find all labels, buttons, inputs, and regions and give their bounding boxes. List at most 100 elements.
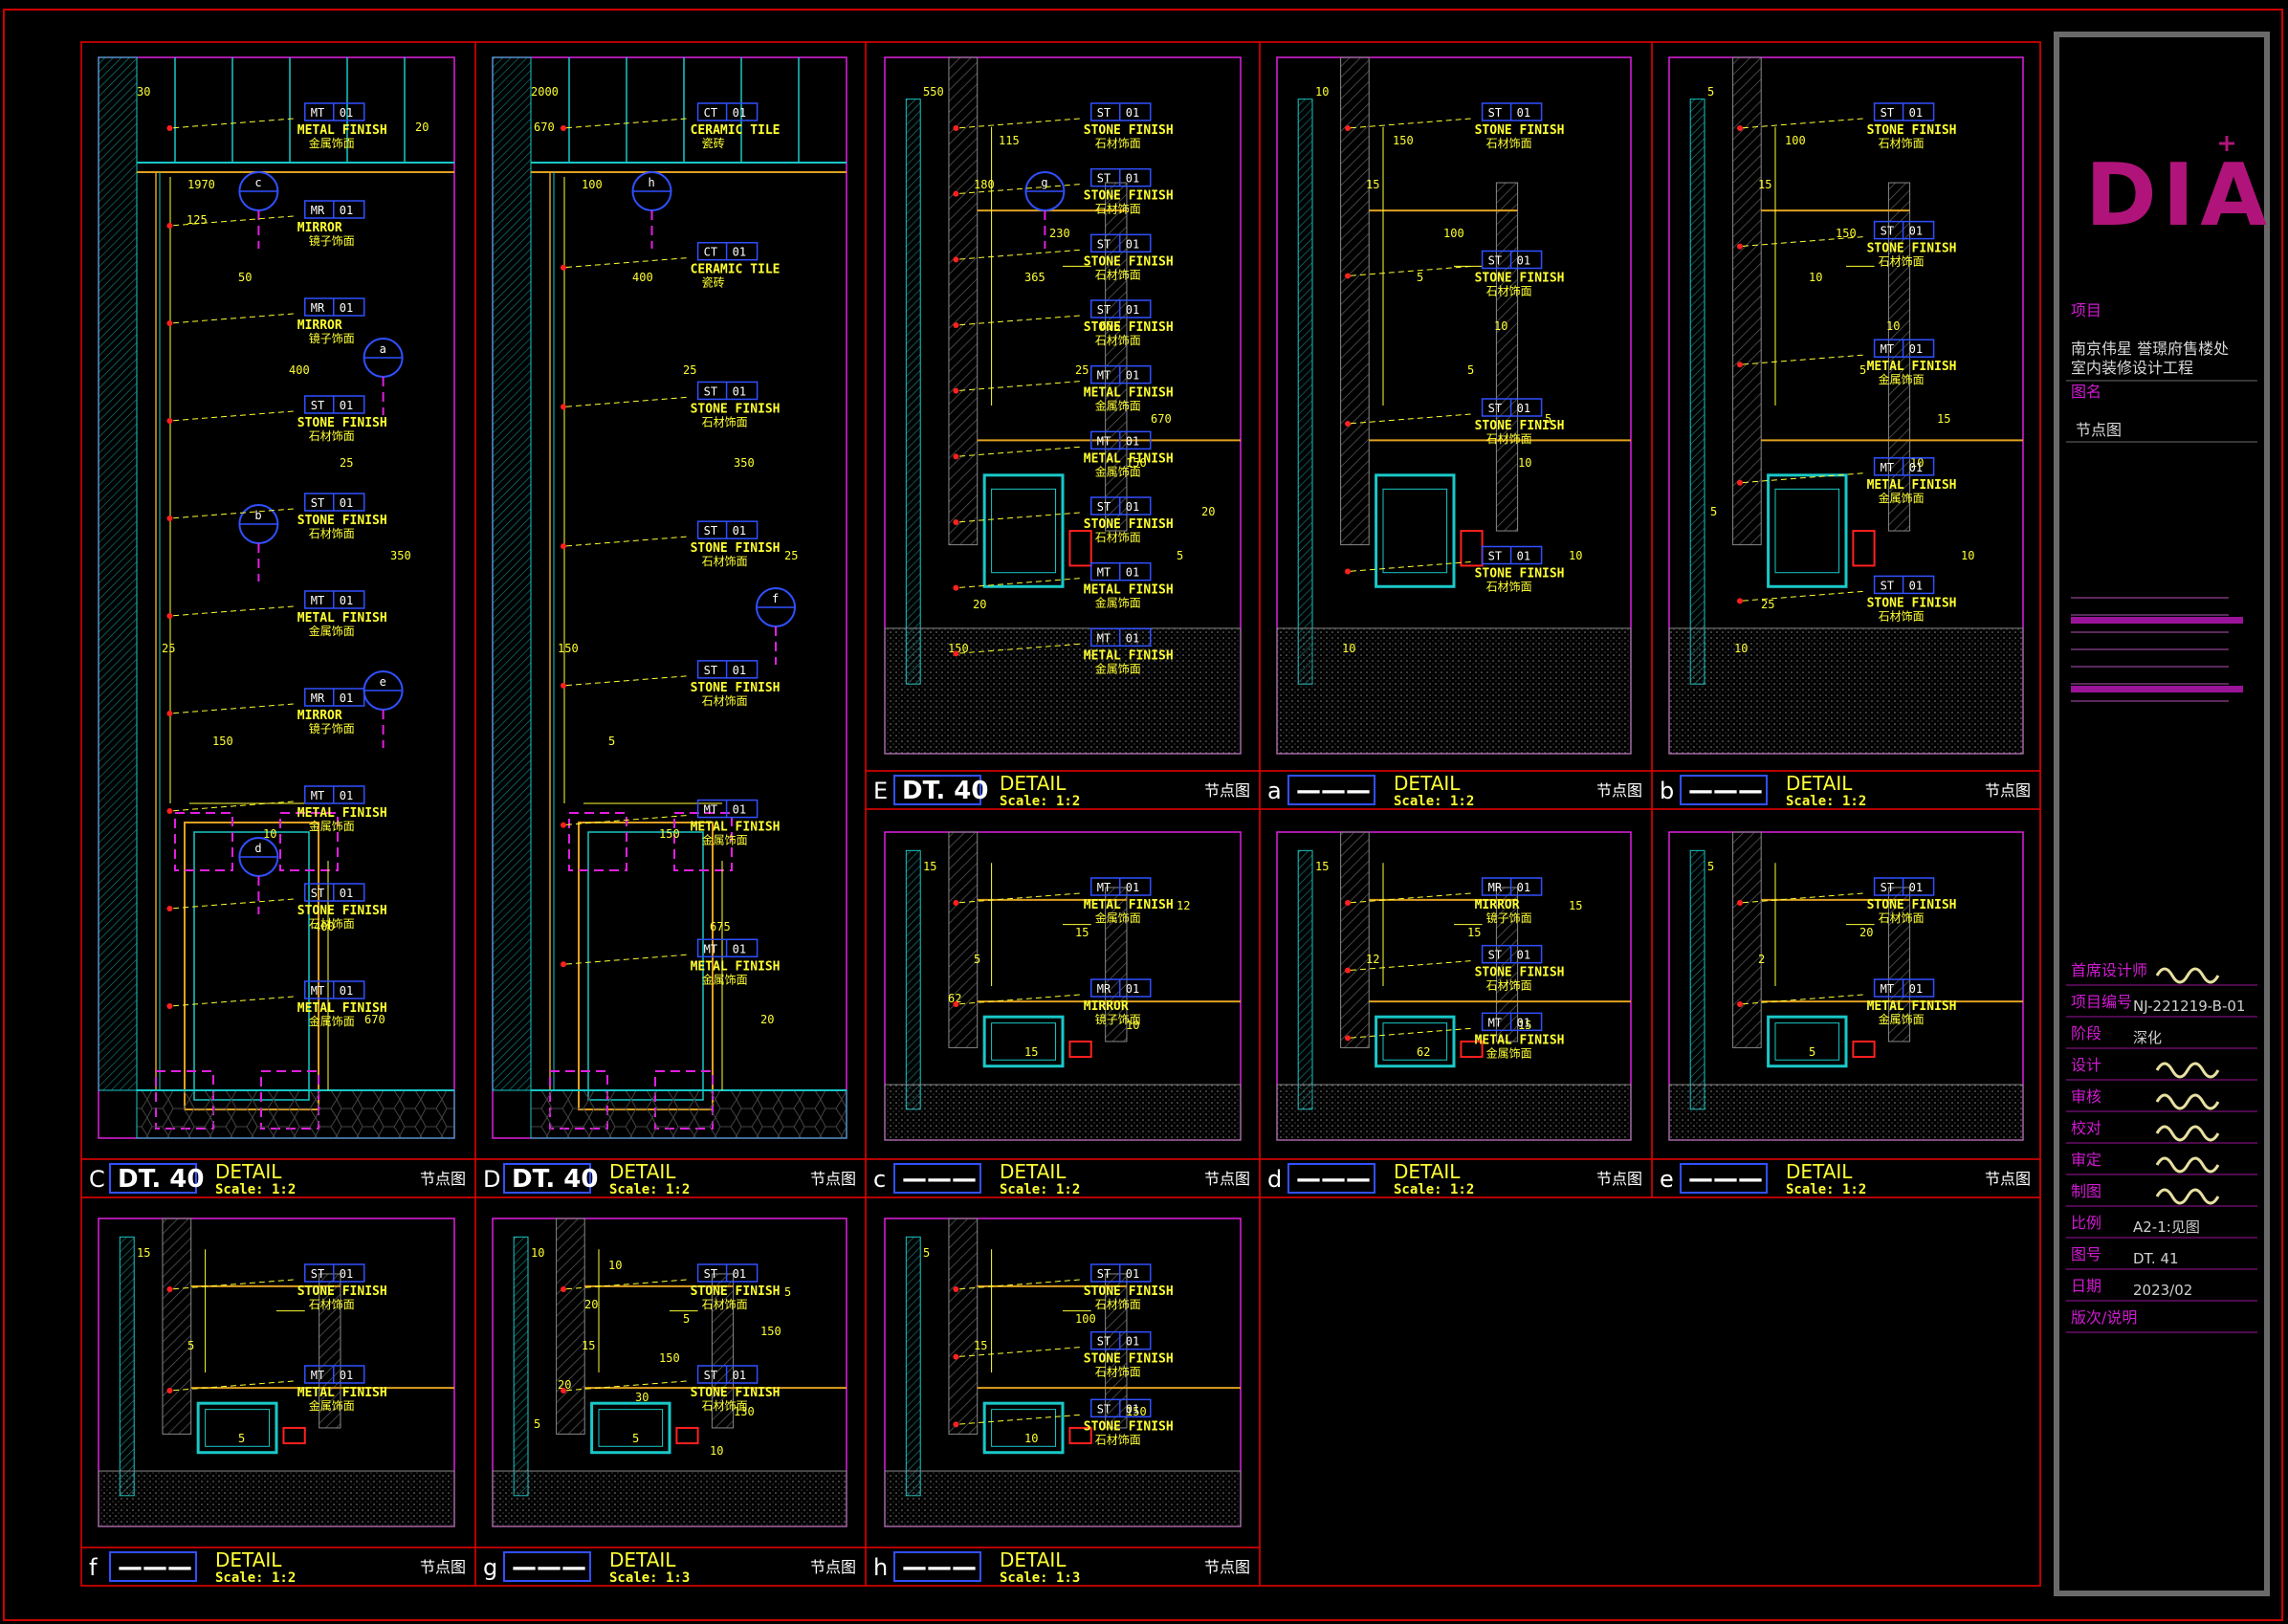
tag-number: 01 xyxy=(733,1369,746,1382)
tag-code: ST xyxy=(1488,949,1502,962)
tag-number: 01 xyxy=(1517,254,1530,268)
title-code: DT. 40 xyxy=(902,777,988,805)
tag-box xyxy=(1873,102,1935,121)
tag-english: STONE FINISH xyxy=(1867,242,1957,256)
dimension-label: 20 xyxy=(558,1378,571,1392)
leader-line xyxy=(562,1279,687,1290)
tag-code: MT xyxy=(1488,1016,1502,1029)
steel-tube xyxy=(982,473,1065,588)
dimension-label: 15 xyxy=(923,860,936,873)
tag-number: 01 xyxy=(1126,172,1139,186)
red-marker xyxy=(1852,1040,1876,1059)
leader-dot xyxy=(1345,568,1351,575)
section-callout-letter: d xyxy=(254,842,261,855)
tag-chinese: 石材饰面 xyxy=(1095,268,1141,281)
title-letter: C xyxy=(89,1166,105,1193)
leader-line xyxy=(956,1414,1080,1425)
tag-box xyxy=(696,1263,759,1283)
mirror-layer xyxy=(119,1236,135,1497)
title-code: DT. 40 xyxy=(118,1165,204,1194)
floor-screed xyxy=(492,1470,847,1527)
row-label: 阶段 xyxy=(2071,1024,2101,1042)
dimension-label: 150 xyxy=(1126,456,1147,470)
tag-code: MR xyxy=(311,691,325,705)
callout-box xyxy=(568,812,627,871)
leader-line xyxy=(169,118,294,129)
tag-code: ST xyxy=(1097,237,1111,251)
dimension-label: 15 xyxy=(1075,926,1089,939)
wall-hatch xyxy=(319,1273,341,1429)
leader-dot xyxy=(1737,479,1743,486)
tag-english: METAL FINISH xyxy=(1867,999,1957,1014)
dimension-label: 5 xyxy=(1710,505,1717,518)
tag-number: 01 xyxy=(1126,1267,1139,1281)
leader-dot xyxy=(1737,362,1743,368)
leader-line xyxy=(956,184,1080,195)
tag-box xyxy=(1481,250,1543,270)
row-label: 设计 xyxy=(2071,1056,2101,1074)
tag-english: STONE FINISH xyxy=(691,541,781,556)
mirror-layer xyxy=(1297,99,1313,685)
steel-tube-inner xyxy=(1774,488,1840,574)
viewport-frame xyxy=(492,56,847,1139)
tag-box xyxy=(1090,364,1152,384)
dimension-label: 25 xyxy=(340,456,353,470)
tag-code: MT xyxy=(311,106,324,120)
tag-box xyxy=(304,590,365,609)
leader-dot xyxy=(953,1353,959,1360)
title-detail: DETAIL xyxy=(1000,1160,1067,1183)
tag-code: ST xyxy=(704,384,717,398)
tag-number: 01 xyxy=(1517,1016,1530,1029)
section-callout-letter: e xyxy=(380,675,386,689)
leader-line xyxy=(562,396,687,407)
leader-dot xyxy=(166,125,173,131)
dimension-label: 15 xyxy=(137,1246,150,1260)
tag-number: 01 xyxy=(733,803,746,817)
leader-line xyxy=(1739,354,1863,365)
tag-number: 01 xyxy=(340,789,353,802)
title-letter: c xyxy=(873,1166,886,1193)
tag-english: STONE FINISH xyxy=(1867,123,1957,138)
dimension-label: 10 xyxy=(1342,642,1355,655)
dimension-label: 5 xyxy=(1545,412,1551,426)
dimension-label: 5 xyxy=(1417,271,1423,284)
leader-dot xyxy=(953,387,959,394)
leader-dot xyxy=(1345,967,1351,974)
dimension-label: 30 xyxy=(137,85,150,99)
tag-box xyxy=(304,102,365,121)
tag-code: ST xyxy=(1097,1335,1111,1349)
wall-section xyxy=(492,56,532,1091)
tag-english: STONE FINISH xyxy=(1084,189,1174,204)
section-callout-letter: c xyxy=(254,176,261,189)
tag-box xyxy=(1481,944,1543,964)
leader-dot xyxy=(561,1388,566,1394)
tag-code: ST xyxy=(311,1267,324,1281)
tag-number: 01 xyxy=(733,106,746,120)
tag-english: STONE FINISH xyxy=(297,1284,387,1299)
title-scale: Scale: 1:2 xyxy=(609,1182,690,1197)
steel-tube xyxy=(1767,1015,1848,1068)
tag-chinese: 石材饰面 xyxy=(1095,203,1141,216)
dimension-label: 10 xyxy=(531,1246,544,1260)
leader-line xyxy=(1739,892,1863,904)
title-sheet-name: 节点图 xyxy=(1204,1170,1250,1188)
tag-box xyxy=(304,1263,365,1283)
project-name-line2: 室内装修设计工程 xyxy=(2071,359,2193,377)
tag-box xyxy=(1873,339,1935,358)
dimension-label: 15 xyxy=(1518,1019,1531,1032)
leader-dot xyxy=(166,320,173,326)
floor-screed xyxy=(884,1470,1242,1527)
dimension-label: 1970 xyxy=(187,178,215,191)
